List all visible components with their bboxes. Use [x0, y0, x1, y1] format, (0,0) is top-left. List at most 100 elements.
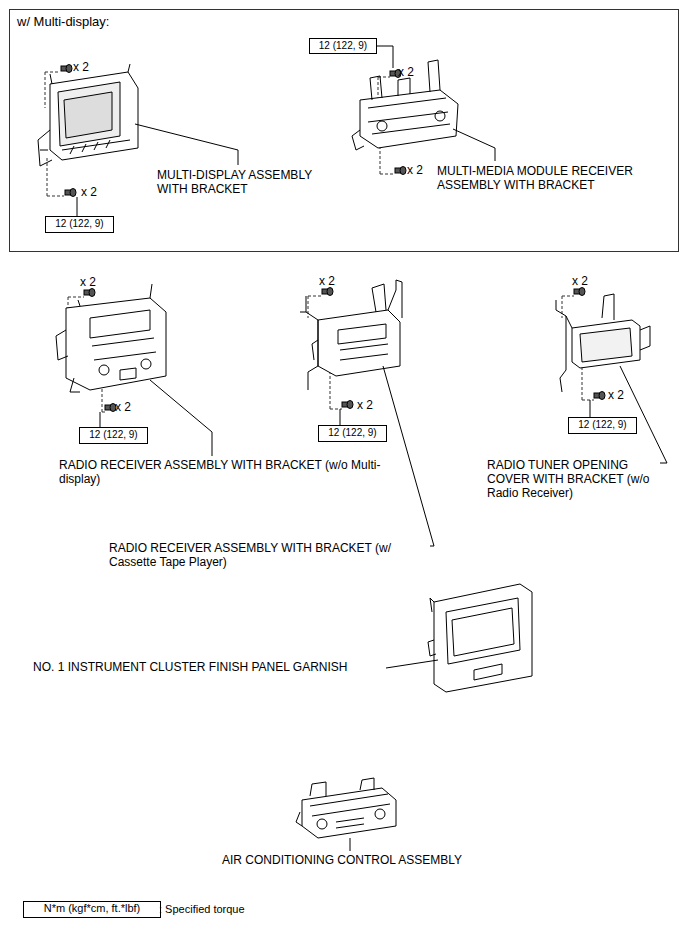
- torque-value: 12 (122, 9): [310, 40, 376, 52]
- ac-control-part: [336, 818, 364, 828]
- condition-heading: w/ Multi-display:: [17, 14, 109, 30]
- cassette-radio-part: [318, 310, 400, 376]
- part-name: RADIO RECEIVER ASSEMBLY WITH BRACKET (w/…: [59, 458, 394, 486]
- leader-line: [386, 660, 438, 668]
- bolt: [70, 189, 76, 197]
- cassette-radio-part: [312, 280, 402, 360]
- leader-line: [620, 366, 667, 463]
- finish-panel-garnish-part: [452, 608, 514, 656]
- tuner-cover-part: [556, 294, 614, 392]
- bolt-axis: [582, 365, 594, 400]
- bolt-count: x 2: [115, 400, 131, 414]
- bolt: [347, 401, 353, 409]
- leader-line: [590, 400, 591, 417]
- multi-media-receiver-part: [377, 121, 387, 131]
- torque-box: 12 (122, 9): [568, 417, 637, 434]
- multi-media-receiver-part: [368, 98, 450, 134]
- radio-receiver-part: [56, 284, 166, 392]
- ac-control-part: [375, 809, 385, 819]
- torque-value: N*m (kgf*cm, ft.*lbf): [24, 902, 160, 915]
- multi-display-part: [62, 140, 130, 154]
- leader-line: [77, 46, 667, 851]
- bolt-count: x 2: [319, 274, 335, 288]
- multi-media-receiver-part: [370, 60, 440, 100]
- tuner-cover-part: [572, 320, 640, 368]
- bolt: [599, 392, 605, 400]
- bolt: [579, 288, 585, 296]
- bolt-count: x 2: [80, 275, 96, 289]
- multi-display-part: [50, 64, 130, 84]
- multi-media-receiver-part: [435, 111, 445, 121]
- bolt-count: x 2: [398, 65, 414, 79]
- part-name: MULTI-MEDIA MODULE RECEIVER ASSEMBLY WIT…: [437, 164, 642, 192]
- multi-display-part: [64, 92, 112, 138]
- ac-control-part: [296, 778, 396, 838]
- bolt: [327, 288, 333, 296]
- torque-box: 12 (122, 9): [309, 38, 377, 54]
- radio-receiver-part: [90, 310, 156, 360]
- part-name: AIR CONDITIONING CONTROL ASSEMBLY: [222, 853, 462, 867]
- bolt-count: x 2: [357, 398, 373, 412]
- torque-value: 12 (122, 9): [319, 427, 386, 439]
- part-name: RADIO RECEIVER ASSEMBLY WITH BRACKET (w/…: [109, 541, 434, 569]
- part-name: NO. 1 INSTRUMENT CLUSTER FINISH PANEL GA…: [33, 660, 348, 674]
- leader-line: [350, 838, 351, 851]
- tuner-cover-part: [556, 294, 650, 392]
- part-name: MULTI-DISPLAY ASSEMBLY WITH BRACKET: [157, 168, 322, 196]
- ac-control-part: [317, 819, 327, 829]
- legend-text: : Specified torque: [159, 902, 245, 916]
- radio-receiver-part: [56, 330, 80, 392]
- torque-box: 12 (122, 9): [79, 427, 148, 444]
- bolt: [89, 289, 95, 297]
- cassette-radio-part: [338, 324, 388, 360]
- finish-panel-garnish-part: [428, 598, 436, 656]
- bolt: [61, 65, 605, 412]
- finish-panel-garnish-part: [434, 584, 532, 692]
- radio-receiver-part: [120, 368, 136, 380]
- bolt-count: x 2: [572, 274, 588, 288]
- bolt-axis: [330, 372, 342, 409]
- condition-frame: w/ Multi-display: 12 (122, 9) 12 (122, 9): [9, 9, 679, 252]
- leader-line: [453, 129, 495, 161]
- bolt-count: x 2: [407, 163, 423, 177]
- multi-display-part: [58, 82, 120, 146]
- cassette-radio-part: [300, 284, 386, 390]
- bolt-axis: [45, 72, 594, 412]
- multi-display-part: [50, 72, 138, 160]
- bolt-count: x 2: [81, 185, 97, 199]
- radio-receiver-part: [141, 359, 151, 369]
- torque-value: 12 (122, 9): [80, 429, 147, 441]
- torque-value: 12 (122, 9): [46, 218, 113, 230]
- leader-line: [383, 366, 434, 546]
- bolt-count: x 2: [608, 388, 624, 402]
- radio-receiver-part: [66, 298, 166, 390]
- ac-control-part: [310, 794, 390, 816]
- multi-media-receiver-part: [360, 90, 458, 148]
- leader-line: [150, 380, 212, 456]
- leader-line: [135, 124, 238, 165]
- bolt-axis: [47, 158, 64, 196]
- leader-line: [340, 409, 341, 425]
- finish-panel-garnish-part: [446, 598, 520, 664]
- ac-control-part: [296, 778, 374, 826]
- finish-panel-garnish-part: [428, 584, 532, 692]
- radio-receiver-part: [99, 365, 109, 375]
- torque-legend-sample: N*m (kgf*cm, ft.*lbf): [23, 901, 161, 918]
- torque-box: 12 (122, 9): [318, 425, 387, 442]
- ac-control-part: [302, 788, 396, 838]
- leader-line: [100, 412, 101, 427]
- bolt: [400, 167, 406, 175]
- cassette-radio-part: [300, 280, 402, 390]
- leader-line: [77, 197, 78, 216]
- multi-media-receiver-part: [352, 60, 458, 150]
- multi-display-part: [38, 64, 138, 166]
- multi-media-receiver-part: [352, 130, 364, 150]
- multi-display-part: [38, 130, 52, 166]
- bolt-count: x 2: [73, 60, 89, 74]
- finish-panel-garnish-part: [474, 664, 502, 680]
- bolt: [66, 65, 72, 73]
- tuner-cover-part: [580, 328, 632, 362]
- part-name: RADIO TUNER OPENING COVER WITH BRACKET (…: [487, 458, 662, 500]
- torque-value: 12 (122, 9): [569, 419, 636, 431]
